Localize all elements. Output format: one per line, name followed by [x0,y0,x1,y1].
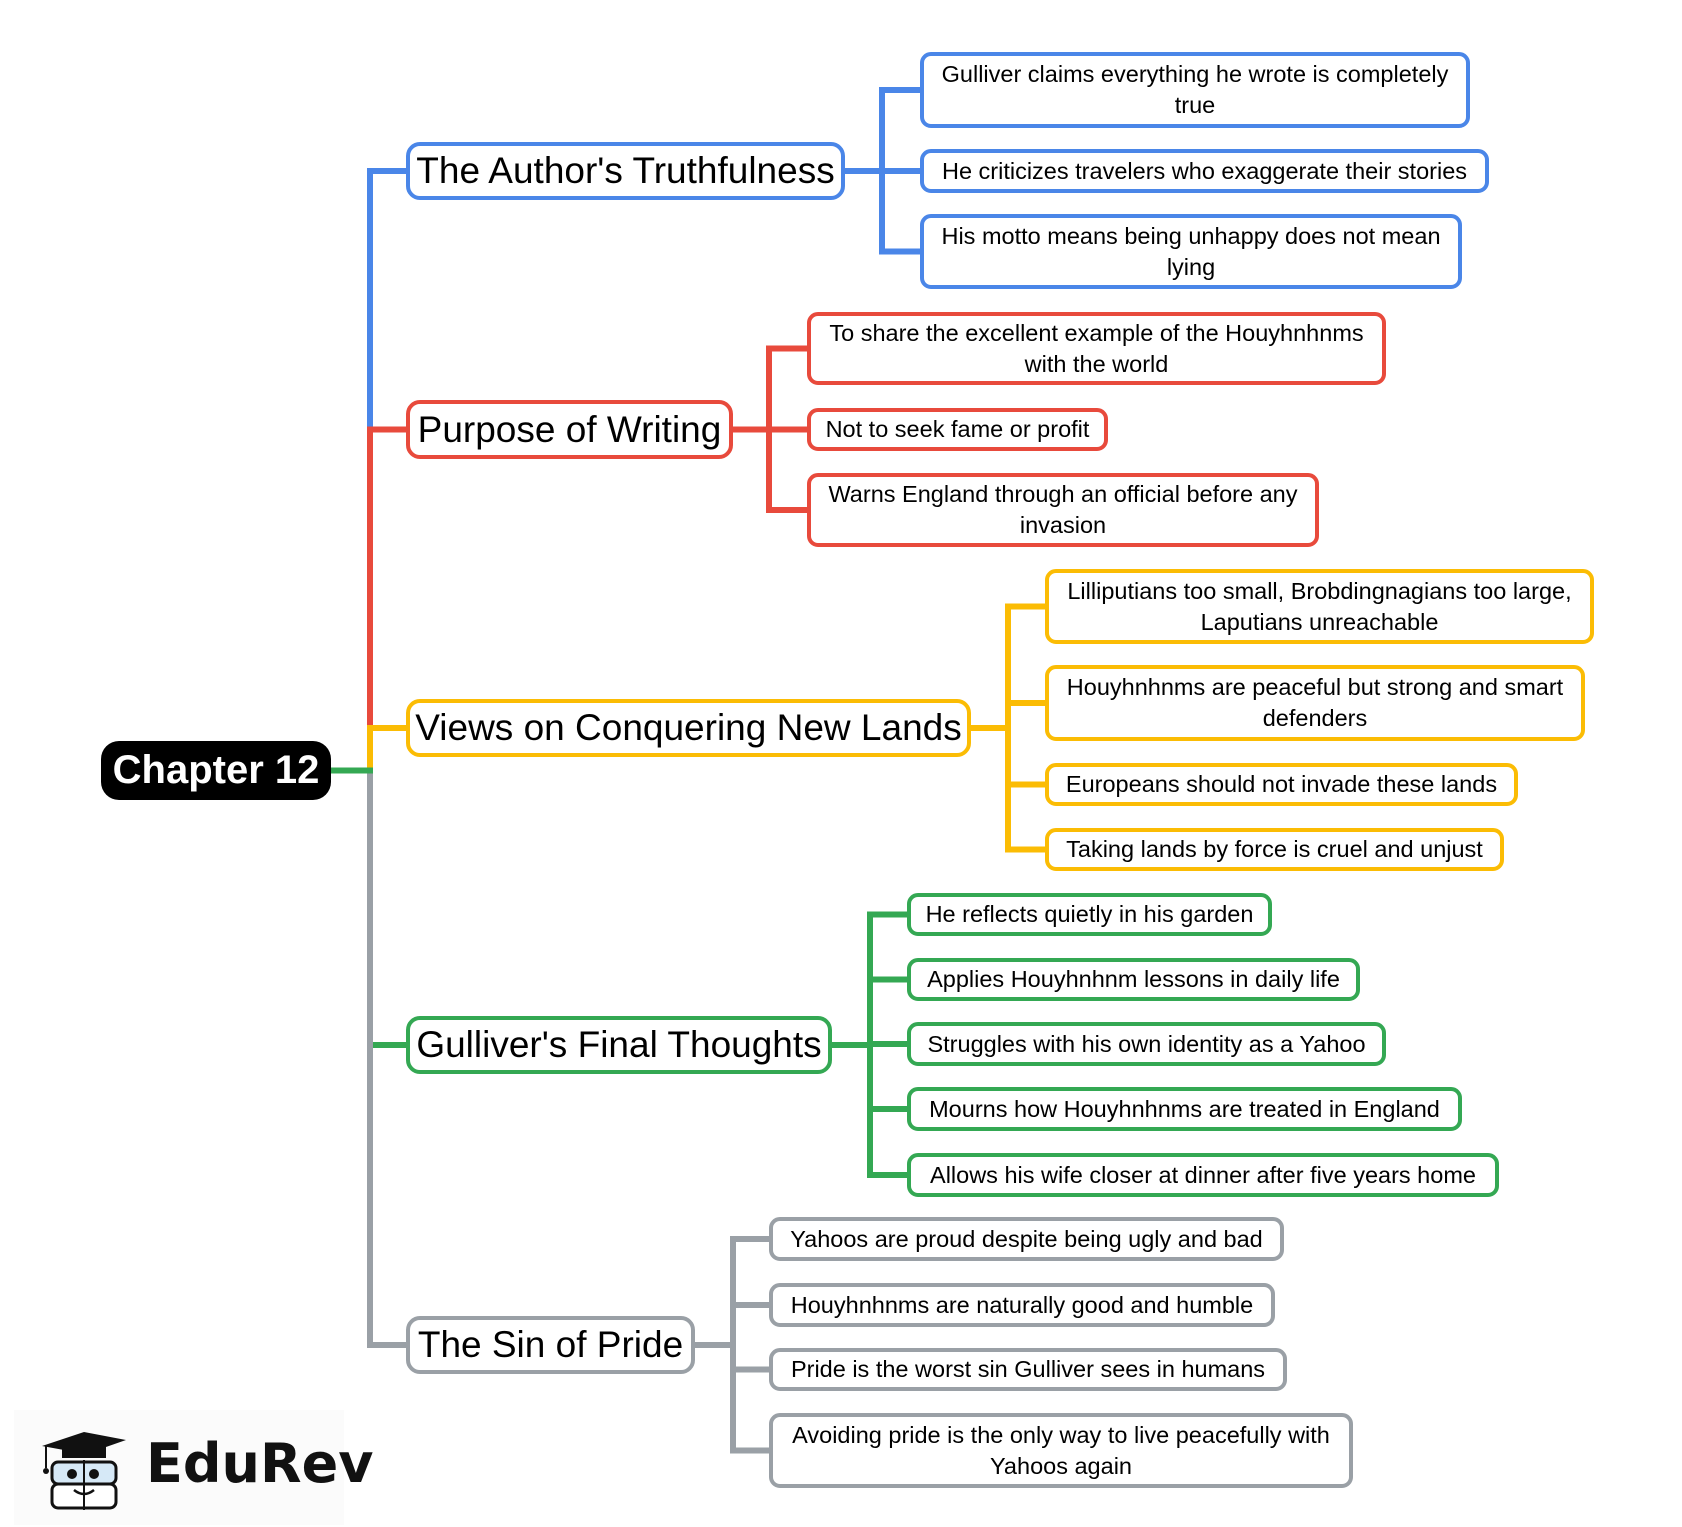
leaf-node: Avoiding pride is the only way to live p… [769,1413,1353,1488]
leaf-node: To share the excellent example of the Ho… [807,312,1386,385]
leaf-node-label: Pride is the worst sin Gulliver sees in … [790,1356,1266,1382]
root-node: Chapter 12 [101,741,331,800]
branch-node: Gulliver's Final Thoughts [406,1016,832,1074]
leaf-node: Not to seek fame or profit [807,408,1108,451]
edurev-logo: EduRev [14,1410,373,1525]
leaf-node: His motto means being unhappy does not m… [920,214,1462,289]
branch-node-label: The Sin of Pride [417,1324,684,1365]
leaf-node-label: Warns England through an official before… [828,481,1298,538]
leaf-node: Gulliver claims everything he wrote is c… [920,52,1470,128]
logo-text: EduRev [146,1432,374,1495]
branch-node-label: Views on Conquering New Lands [415,707,962,748]
leaf-node-label: Houyhnhnms are naturally good and humble [790,1291,1254,1318]
root-node-label: Chapter 12 [112,748,320,792]
leaf-node-label: Yahoos are proud despite being ugly and … [790,1225,1263,1252]
branch-node-label: Purpose of Writing [417,408,722,450]
leaf-node-label: Lilliputians too small, Brobdingnagians … [1067,577,1572,635]
leaf-node-label: Allows his wife closer at dinner after f… [930,1161,1476,1188]
leaf-node: He reflects quietly in his garden [907,893,1272,936]
leaf-node-label: Gulliver claims everything he wrote is c… [941,61,1449,118]
leaf-node: Taking lands by force is cruel and unjus… [1045,828,1504,871]
leaf-node: Houyhnhnms are naturally good and humble [769,1283,1275,1327]
leaf-node-label: Avoiding pride is the only way to live p… [792,1421,1330,1479]
leaf-node-label: His motto means being unhappy does not m… [941,222,1441,280]
leaf-node: Houyhnhnms are peaceful but strong and s… [1045,665,1585,741]
leaf-node: Europeans should not invade these lands [1045,763,1518,806]
leaf-node: Allows his wife closer at dinner after f… [907,1153,1499,1197]
leaf-node-label: To share the excellent example of the Ho… [829,319,1364,377]
leaf-node-label: Houyhnhnms are peaceful but strong and s… [1066,674,1564,731]
leaf-node-label: He reflects quietly in his garden [925,901,1254,927]
leaf-node-label: Applies Houyhnhnm lessons in daily life [927,966,1340,992]
leaf-node: Lilliputians too small, Brobdingnagians … [1045,569,1594,644]
branch-node: The Sin of Pride [406,1316,695,1374]
leaf-node: Pride is the worst sin Gulliver sees in … [769,1348,1287,1391]
leaf-node-label: Not to seek fame or profit [825,416,1090,442]
leaf-node: Struggles with his own identity as a Yah… [907,1022,1386,1066]
leaf-node: Mourns how Houyhnhnms are treated in Eng… [907,1087,1462,1131]
leaf-node: He criticizes travelers who exaggerate t… [920,149,1489,193]
branch-node: Purpose of Writing [406,400,733,459]
leaf-node-label: Taking lands by force is cruel and unjus… [1066,836,1483,862]
leaf-node-label: Europeans should not invade these lands [1065,771,1498,797]
branch-node: The Author's Truthfulness [406,142,845,200]
leaf-node-label: Struggles with his own identity as a Yah… [927,1030,1366,1057]
leaf-node-label: Mourns how Houyhnhnms are treated in Eng… [929,1095,1440,1122]
branch-node-label: Gulliver's Final Thoughts [416,1024,822,1065]
leaf-node-label: He criticizes travelers who exaggerate t… [941,157,1468,184]
graduation-cap-book-icon [42,1432,126,1510]
leaf-node: Yahoos are proud despite being ugly and … [769,1217,1284,1261]
branch-node-label: The Author's Truthfulness [416,150,835,191]
branch-node: Views on Conquering New Lands [406,699,971,757]
leaf-node: Warns England through an official before… [807,473,1319,547]
leaf-node: Applies Houyhnhnm lessons in daily life [907,958,1360,1001]
